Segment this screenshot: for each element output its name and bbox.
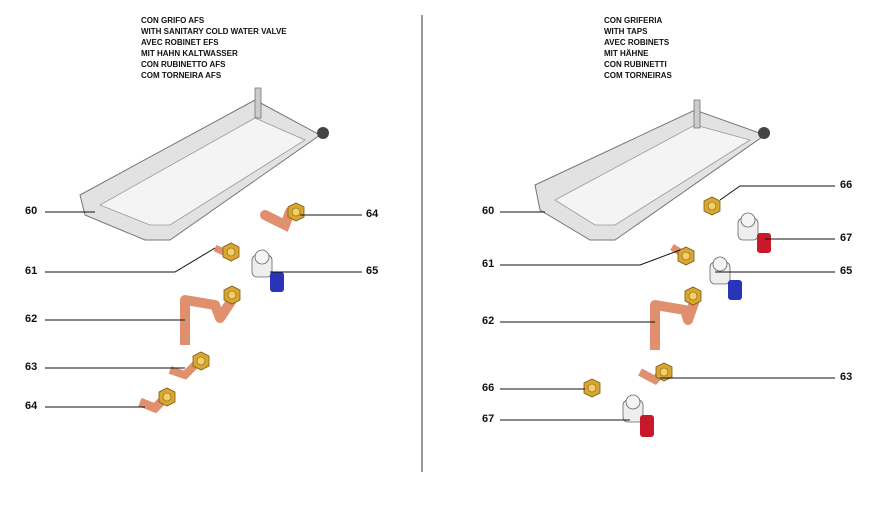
part-label-67: 67 [840,232,853,244]
caption-line: AVEC ROBINETS [604,38,670,47]
caption-line: COM TORNEIRAS [604,71,672,80]
caption-left: CON GRIFO AFS WITH SANITARY COLD WATER V… [141,15,287,81]
part-label-64: 64 [25,400,38,412]
caption-line: WITH TAPS [604,27,648,36]
caption-line: CON RUBINETTO AFS [141,60,226,69]
part-label-62: 62 [482,315,495,327]
caption-line: CON GRIFO AFS [141,16,205,25]
part-label-63: 63 [25,361,38,373]
part-label-66: 66 [482,382,495,394]
part-label-61: 61 [25,265,38,277]
caption-line: MIT HÄHNE [604,49,649,58]
caption-line: COM TORNEIRA AFS [141,71,222,80]
part-label-64: 64 [366,208,379,220]
part-label-66: 66 [840,179,853,191]
caption-line: MIT HAHN KALTWASSER [141,49,238,58]
caption-line: WITH SANITARY COLD WATER VALVE [141,27,287,36]
part-label-63: 63 [840,371,853,383]
frame-right [534,99,770,241]
caption-right: CON GRIFERIA WITH TAPS AVEC ROBINETS MIT… [604,15,672,81]
part-label-61: 61 [482,258,495,270]
part-label-65: 65 [366,265,379,277]
part-label-67: 67 [482,413,495,425]
part-label-62: 62 [25,313,38,325]
caption-line: CON RUBINETTI [604,60,667,69]
part-label-65: 65 [840,265,853,277]
leader-lines-right [500,185,835,421]
caption-line: AVEC ROBINET EFS [141,38,219,47]
leader-lines-left [45,211,362,408]
part-label-60: 60 [25,205,38,217]
caption-line: CON GRIFERIA [604,16,663,25]
part-label-60: 60 [482,205,495,217]
frame-left [79,87,329,241]
